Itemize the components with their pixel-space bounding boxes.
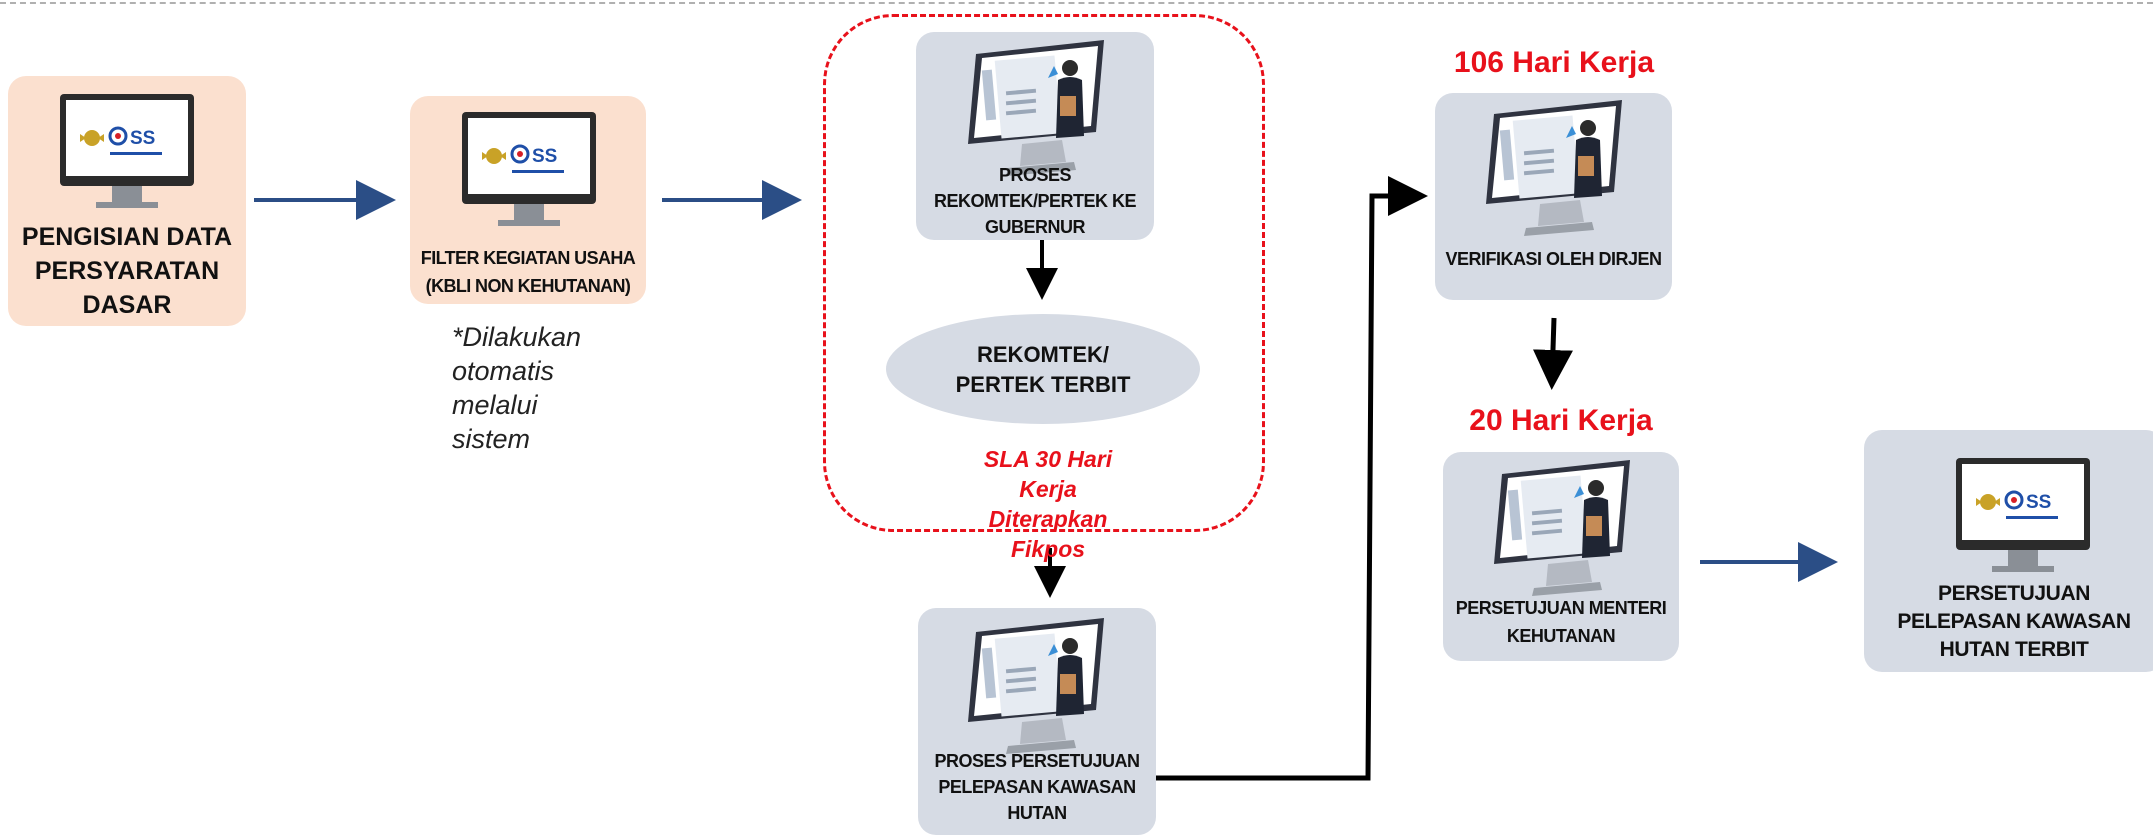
sla-note: SLA 30 Hari Kerja Diterapkan Fikpos — [983, 446, 1113, 562]
step-verifikasi-dirjen-label: VERIFIKASI OLEH DIRJEN — [1445, 249, 1662, 269]
duration-106-label: 106 Hari Kerja — [1453, 46, 1655, 79]
oss-monitor-icon-2 — [460, 110, 598, 228]
rekomtek-terbit-ellipse — [886, 314, 1200, 424]
top-dashed-line — [0, 2, 2153, 4]
step-proses-rekomtek-label: PROSES REKOMTEK/PERTEK KE GUBERNUR — [933, 165, 1137, 237]
officer-monitor-icon-3 — [1486, 100, 1622, 236]
duration-20-label: 20 Hari Kerja — [1469, 404, 1653, 437]
step-filter-kegiatan-label: FILTER KEGIATAN USAHA (KBLI NON KEHUTANA… — [420, 248, 636, 296]
arrow-5-to-6 — [1156, 176, 1428, 781]
sla-dashed-region — [823, 14, 1265, 532]
oss-monitor-icon-3 — [1954, 456, 2092, 574]
arrow-6-to-7 — [1532, 317, 1573, 390]
step-persetujuan-menteri-label: PERSETUJUAN MENTERI KEHUTANAN — [1455, 598, 1667, 646]
officer-monitor-icon-1 — [968, 40, 1104, 176]
step-pengisian-data-label: PENGISIAN DATA PERSYARATAN DASAR — [21, 223, 233, 319]
oss-monitor-icon-1 — [58, 92, 196, 210]
officer-monitor-icon-2 — [968, 618, 1104, 754]
rekomtek-terbit-label: REKOMTEK/ PERTEK TERBIT — [955, 342, 1131, 397]
step-persetujuan-terbit-label: PERSETUJUAN PELEPASAN KAWASAN HUTAN TERB… — [1897, 582, 2131, 661]
auto-note: *Dilakukan otomatis melalui sistem — [452, 322, 582, 454]
step-proses-persetujuan-label: PROSES PERSETUJUAN PELEPASAN KAWASAN HUT… — [934, 751, 1140, 823]
officer-monitor-icon-4 — [1494, 460, 1630, 596]
